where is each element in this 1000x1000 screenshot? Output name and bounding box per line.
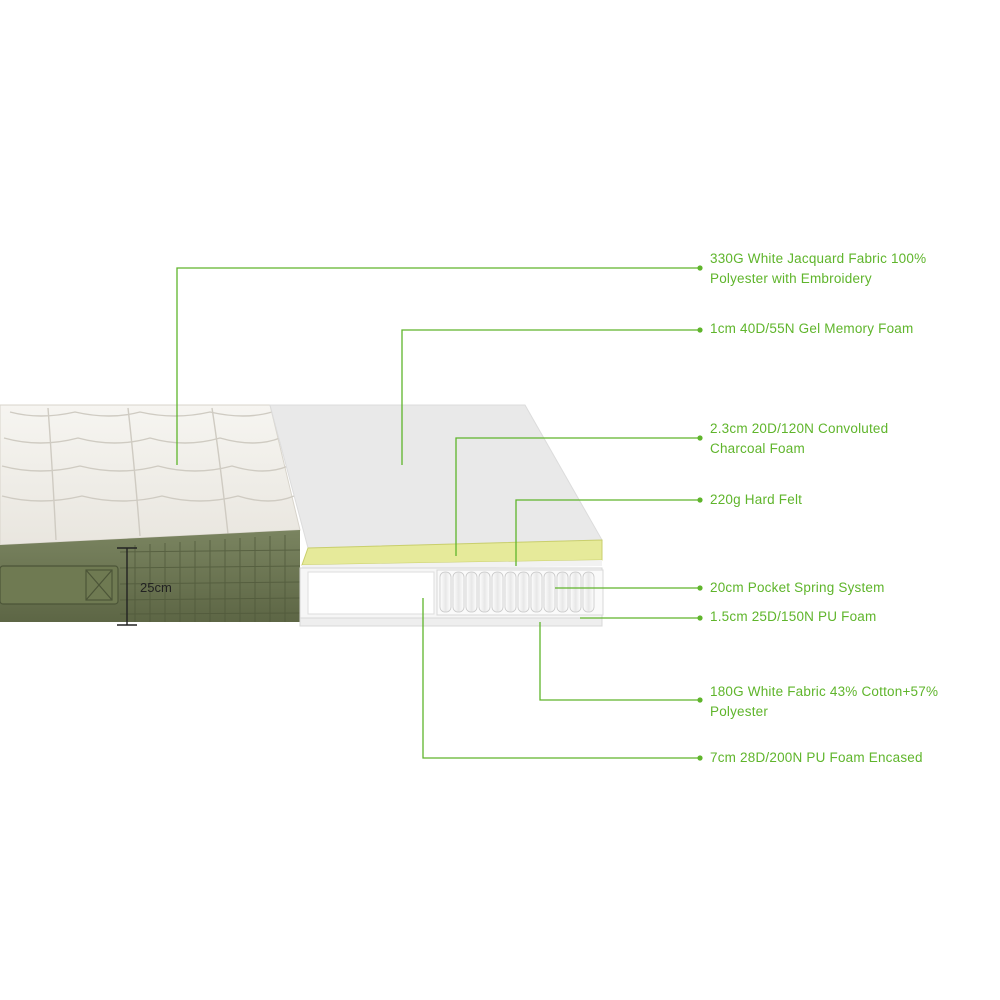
callout-pu-foam-encased: 7cm 28D/200N PU Foam Encased — [710, 750, 923, 765]
quilt-stitching — [1, 407, 295, 541]
leader-charcoal-foam — [455, 437, 700, 556]
callout-pocket-spring: 20cm Pocket Spring System — [710, 580, 885, 595]
leader-hard-felt — [515, 499, 700, 566]
callout-gel-memory-foam: 1cm 40D/55N Gel Memory Foam — [710, 321, 913, 336]
callout-pu-foam-thin: 1.5cm 25D/150N PU Foam — [710, 609, 876, 624]
leader-jacquard-fabric — [176, 267, 700, 465]
white-fabric-layer — [299, 617, 603, 627]
cutaway-layers — [269, 404, 604, 627]
callout-labels: 330G White Jacquard Fabric 100% Polyeste… — [710, 251, 938, 765]
height-dimension-label: 25cm — [140, 580, 172, 595]
pocket-spring-coils — [439, 571, 595, 613]
leader-white-fabric — [539, 622, 700, 701]
leader-lines — [176, 267, 700, 759]
callout-jacquard-fabric-line2: Polyester with Embroidery — [710, 271, 872, 286]
leader-dots — [697, 265, 703, 761]
mattress-border-fabric — [0, 530, 301, 622]
leader-pu-foam-encased — [422, 598, 700, 759]
height-dimension: 25cm — [117, 547, 172, 626]
callout-jacquard-fabric-line1: 330G White Jacquard Fabric 100% — [710, 251, 926, 266]
callout-white-fabric-line1: 180G White Fabric 43% Cotton+57% — [710, 684, 938, 699]
gel-memory-foam-layer — [269, 404, 603, 549]
callout-white-fabric-line2: Polyester — [710, 704, 768, 719]
leader-gel-memory-foam — [401, 329, 700, 465]
callout-charcoal-foam-line1: 2.3cm 20D/120N Convoluted — [710, 421, 888, 436]
callout-hard-felt: 220g Hard Felt — [710, 492, 802, 507]
callout-charcoal-foam-line2: Charcoal Foam — [710, 441, 805, 456]
handle-strap — [0, 565, 119, 605]
mattress-top-cover — [0, 404, 301, 546]
